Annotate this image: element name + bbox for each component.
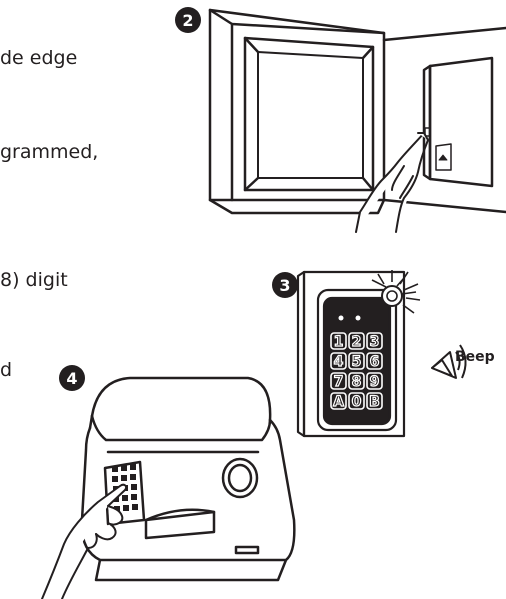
step4-badge-number: 4 xyxy=(66,369,77,388)
